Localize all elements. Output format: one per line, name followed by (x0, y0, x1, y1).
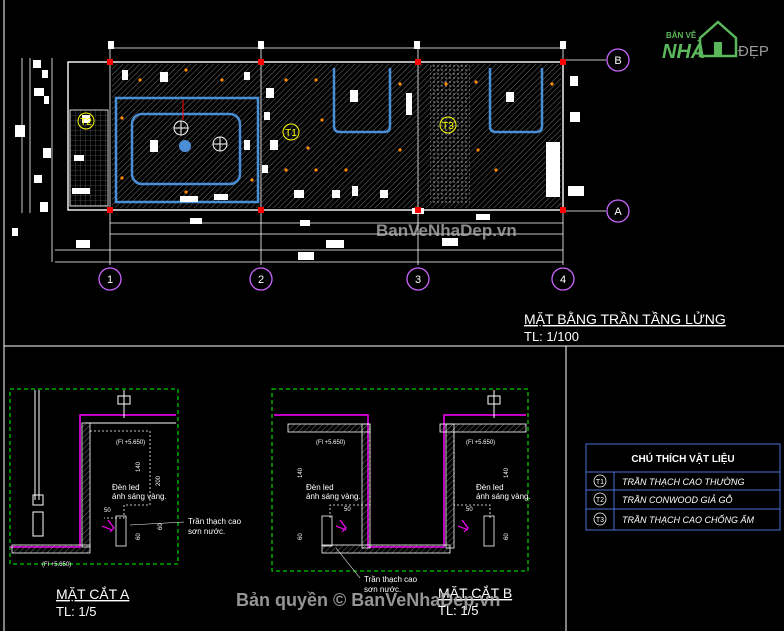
section-b-led-note-1: Đèn led (306, 483, 334, 492)
legend-text-3: TRẦN THẠCH CAO CHỐNG ẨM (622, 514, 755, 525)
zone-tag-t1: T1 (282, 123, 300, 141)
plan-title: MẶT BẰNG TRẦN TẦNG LỬNG (524, 310, 726, 327)
section-b-slab-line (274, 414, 526, 548)
logo-line-1: BẢN VẼ (666, 31, 697, 40)
axis-label-a: A (614, 206, 622, 218)
section-b-level-right: (Fl +5.650) (466, 440, 495, 446)
section-b-ceiling-note-1: Trần thạch cao (364, 575, 418, 584)
led-strip-right-icon (457, 519, 469, 533)
downlight-marks (120, 68, 554, 194)
legend-row-2: T2 TRẦN CONWOOD GIẢ GỖ (593, 492, 733, 506)
svg-text:60: 60 (504, 533, 510, 540)
legend-tag-1: T1 (596, 479, 604, 486)
zone-tag-t2: T2 (77, 112, 95, 130)
column-marks (107, 59, 566, 213)
section-b-led-note-4: ánh sáng vàng. (476, 492, 531, 501)
section-a-title: MẶT CẮT A (56, 585, 130, 602)
section-a-scale: TL: 1/5 (56, 604, 96, 619)
zone-tag-t2-label: T2 (80, 117, 92, 128)
axis-label-2: 2 (258, 274, 264, 286)
section-a-ceiling-note-1: Trần thạch cao (188, 517, 242, 526)
legend-title: CHÚ THÍCH VẬT LIỆU (631, 452, 734, 465)
zone-tag-t1-label: T1 (285, 128, 297, 139)
axis-label-3: 3 (415, 274, 421, 286)
zone-tag-t3: T3 (439, 116, 457, 134)
section-a-dimensions: 140 200 60 60 50 (104, 461, 164, 540)
section-a-ceiling-note-2: sơn nước. (188, 527, 225, 536)
svg-text:60: 60 (158, 523, 164, 530)
section-a-level-top: (Fl +5.650) (116, 440, 145, 446)
section-a-led-note-2: ánh sáng vàng. (112, 492, 167, 501)
legend-tag-2: T2 (596, 497, 604, 504)
sheet-frame (3, 0, 784, 631)
legend-text-2: TRẦN CONWOOD GIẢ GỖ (622, 494, 733, 505)
section-b-ceiling-note-2: sơn nước. (364, 585, 401, 594)
watermark-bottom: Bản quyền © BanVeNhaDep.vn (236, 590, 500, 610)
wet-ceiling-zone (430, 64, 470, 204)
svg-text:140: 140 (504, 467, 510, 478)
svg-text:140: 140 (136, 461, 142, 472)
svg-text:60: 60 (136, 533, 142, 540)
section-a-level-bottom: (Fl +5.650) (42, 562, 71, 568)
legend-tag-3: T3 (596, 517, 604, 524)
legend-text-1: TRẦN THẠCH CAO THƯỜNG (622, 477, 744, 487)
ceiling-fan-fixtures (173, 120, 228, 152)
zone-tag-t3-label: T3 (442, 121, 454, 132)
material-legend: CHÚ THÍCH VẬT LIỆU T1 TRẦN THẠCH CAO THƯ… (585, 443, 781, 531)
section-a-led-note-1: Đèn led (112, 483, 140, 492)
axis-labels: 1 2 3 4 B A (107, 55, 622, 286)
section-a-frame (9, 388, 179, 565)
led-strip-left-icon (335, 519, 347, 533)
site-logo: BẢN VẼ NHÀ ĐẸP (662, 20, 769, 63)
section-b: (Fl +5.650) (Fl +5.650) 140 140 60 60 50… (271, 388, 531, 618)
section-a-ceiling-board (11, 544, 91, 554)
plan-scale: TL: 1/100 (524, 329, 579, 344)
legend-table (585, 443, 781, 531)
logo-line-3: ĐẸP (738, 43, 769, 60)
axis-bubbles (98, 48, 630, 291)
chandelier-icon (179, 140, 191, 152)
svg-text:50: 50 (344, 507, 351, 513)
axis-label-b: B (614, 55, 621, 67)
section-b-led-note-2: ánh sáng vàng. (306, 492, 361, 501)
svg-text:140: 140 (298, 467, 304, 478)
cove-lights (114, 68, 544, 204)
floor-outline (67, 61, 564, 211)
svg-text:200: 200 (156, 475, 162, 486)
section-b-frame (271, 388, 529, 572)
section-b-scale: TL: 1/5 (438, 603, 478, 618)
legend-row-3: T3 TRẦN THẠCH CAO CHỐNG ẨM (593, 512, 755, 526)
section-b-led-note-3: Đèn led (476, 483, 504, 492)
section-b-ceiling-board (321, 544, 451, 554)
led-strip-icon (101, 519, 115, 533)
legend-row-1: T1 TRẦN THẠCH CAO THƯỜNG (593, 474, 744, 488)
ceiling-plan: T1 T2 T3 1 2 3 4 B A MẶT BẰNG TRẦN TẦNG … (12, 41, 726, 344)
watermark-center: BanVeNhaDep.vn (376, 221, 517, 240)
section-b-title: MẶT CẮT B (438, 584, 512, 601)
svg-text:60: 60 (298, 533, 304, 540)
section-b-level-left: (Fl +5.650) (316, 440, 345, 446)
svg-text:50: 50 (466, 507, 473, 513)
section-a: (Fl +5.650) (Fl +5.650) 140 200 60 60 50… (9, 388, 242, 619)
logo-line-2: NHÀ (662, 40, 705, 63)
section-b-dimensions: 140 140 60 60 50 50 (298, 467, 510, 540)
svg-text:50: 50 (104, 508, 111, 514)
axis-label-4: 4 (560, 274, 566, 286)
ceiling-hatch (112, 64, 561, 208)
axis-label-1: 1 (107, 274, 113, 286)
house-logo-icon (698, 20, 738, 58)
